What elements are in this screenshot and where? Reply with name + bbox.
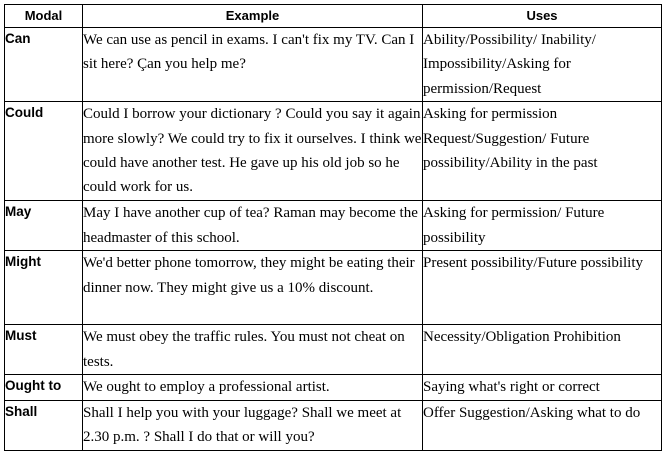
example-cell: We can use as pencil in exams. I can't f… — [82, 26, 423, 103]
table-row-shall: Shall Shall I help you with your luggage… — [4, 399, 662, 451]
modal-cell: Ought to — [4, 374, 83, 401]
header-example: Example — [82, 4, 423, 28]
example-cell: We must obey the traffic rules. You must… — [82, 324, 423, 376]
example-cell: We ought to employ a professional artist… — [82, 374, 423, 401]
example-cell: Could I borrow your dictionary ? Could y… — [82, 101, 423, 202]
table-row-might: Might We'd better phone tomorrow, they m… — [4, 250, 662, 326]
uses-cell: Saying what's right or correct — [422, 374, 662, 401]
uses-cell: Present possibility/Future possibility — [422, 250, 662, 326]
table-row-must: Must We must obey the traffic rules. You… — [4, 324, 662, 376]
modal-cell: Could — [4, 101, 83, 202]
table-header-row: Modal Example Uses — [4, 4, 662, 28]
example-cell: May I have another cup of tea? Raman may… — [82, 200, 423, 252]
modal-cell: Must — [4, 324, 83, 376]
table-row-could: Could Could I borrow your dictionary ? C… — [4, 101, 662, 202]
modal-verbs-table: Modal Example Uses Can We can use as pen… — [4, 4, 662, 451]
modal-cell: Shall — [4, 399, 83, 451]
uses-cell: Asking for permission/ Future possibilit… — [422, 200, 662, 252]
modal-cell: May — [4, 200, 83, 252]
uses-cell: Offer Suggestion/Asking what to do — [422, 399, 662, 451]
header-uses: Uses — [422, 4, 662, 28]
modal-cell: Can — [4, 26, 83, 103]
header-modal: Modal — [4, 4, 83, 28]
example-cell: Shall I help you with your luggage? Shal… — [82, 399, 423, 451]
table-row-may: May May I have another cup of tea? Raman… — [4, 200, 662, 252]
uses-cell: Asking for permission Request/Suggestion… — [422, 101, 662, 202]
uses-cell: Ability/Possibility/ Inability/ Impossib… — [422, 26, 662, 103]
modal-cell: Might — [4, 250, 83, 326]
table-row-ought-to: Ought to We ought to employ a profession… — [4, 374, 662, 401]
table-row-can: Can We can use as pencil in exams. I can… — [4, 26, 662, 103]
example-cell: We'd better phone tomorrow, they might b… — [82, 250, 423, 326]
uses-cell: Necessity/Obligation Prohibition — [422, 324, 662, 376]
